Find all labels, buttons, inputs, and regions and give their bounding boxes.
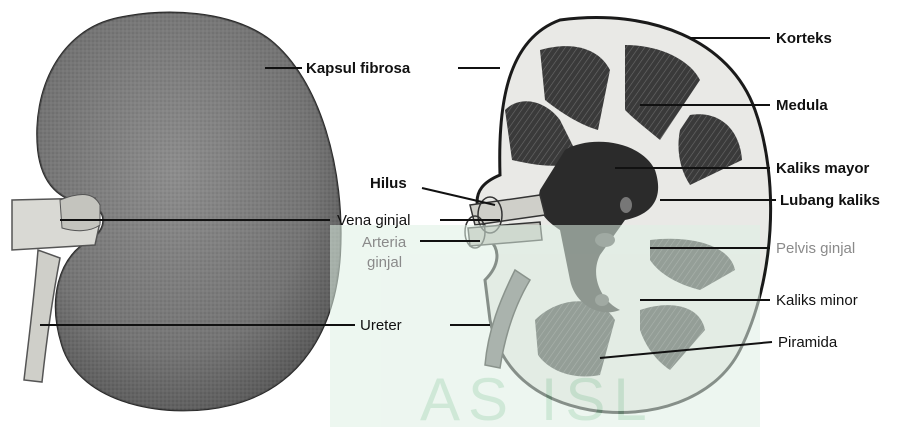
label-kaliks-minor: Kaliks minor <box>776 292 858 309</box>
label-pelvis-ginjal: Pelvis ginjal <box>776 240 855 257</box>
calyx-opening-3 <box>620 197 632 213</box>
label-korteks: Korteks <box>776 30 832 47</box>
svg-text:AS ISL: AS ISL <box>420 366 655 427</box>
label-ginjal: ginjal <box>367 254 402 271</box>
external-kidney <box>12 13 341 411</box>
label-piramida: Piramida <box>778 334 838 351</box>
label-vena-ginjal: Vena ginjal <box>337 212 410 229</box>
external-arteria <box>60 195 100 231</box>
label-kapsul-fibrosa: Kapsul fibrosa <box>306 60 411 77</box>
label-ureter: Ureter <box>360 317 402 334</box>
label-medula: Medula <box>776 97 828 114</box>
external-ureter <box>24 250 60 382</box>
label-kaliks-mayor: Kaliks mayor <box>776 160 870 177</box>
label-lubang-kaliks: Lubang kaliks <box>780 192 880 209</box>
label-arteria: Arteria <box>362 234 407 251</box>
label-hilus: Hilus <box>370 175 407 192</box>
